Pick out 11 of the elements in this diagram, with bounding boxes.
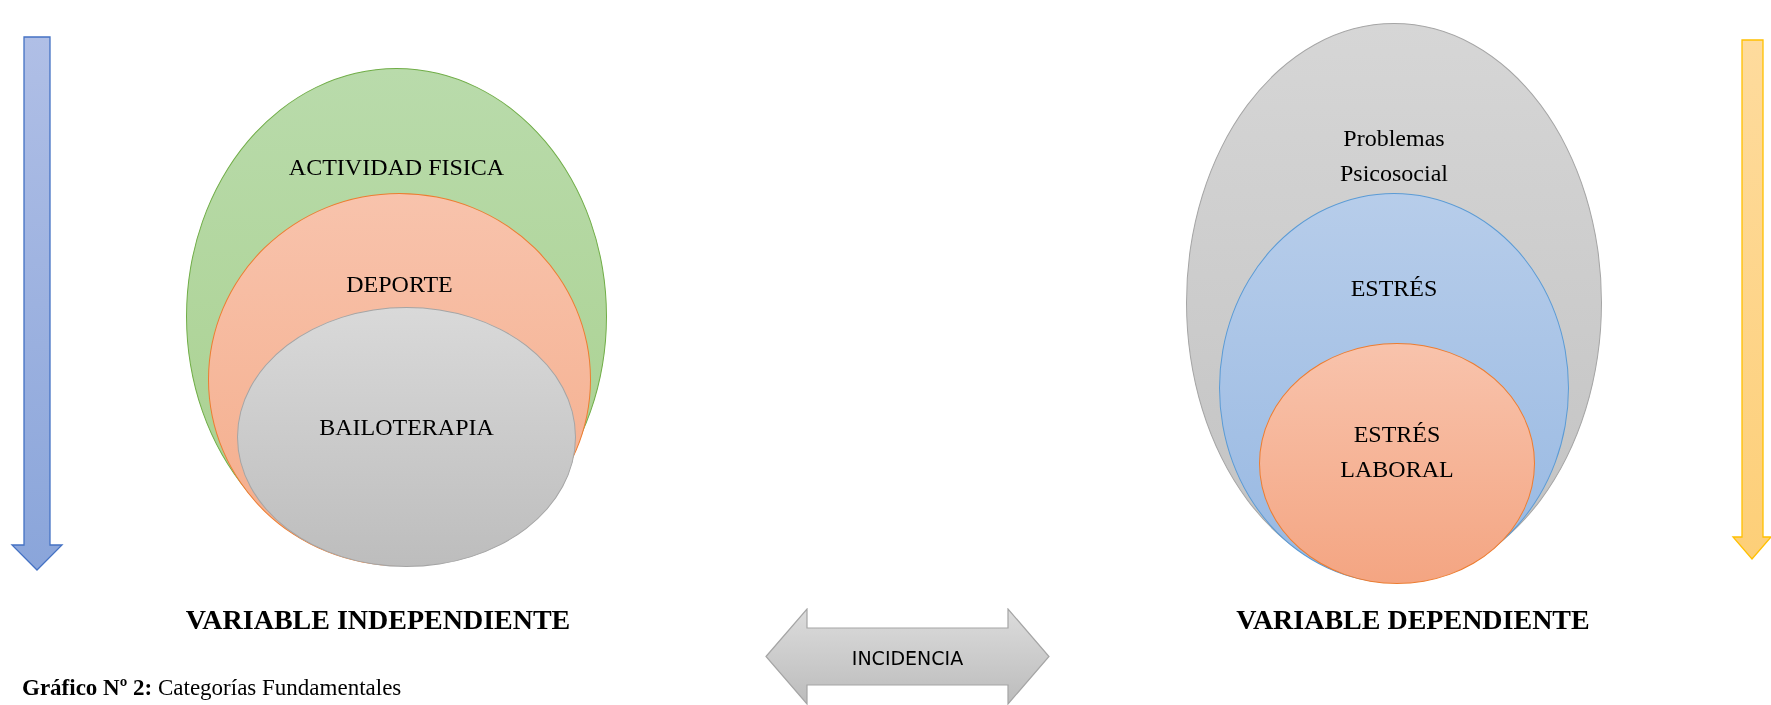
node-label: ESTRÉS — [1350, 273, 1438, 303]
node-label: DEPORTE — [346, 269, 453, 299]
node-label: ESTRÉS LABORAL — [1339, 420, 1455, 484]
double-arrow — [765, 608, 1050, 705]
node-label: BAILOTERAPIA — [319, 412, 494, 442]
variable-heading: VARIABLE INDEPENDIENTE — [185, 604, 571, 636]
node-label: Problemas Psicosocial — [1339, 124, 1449, 188]
node-label: INCIDENCIA — [851, 645, 964, 671]
variable-heading: VARIABLE DEPENDIENTE — [1236, 604, 1590, 636]
node-label: ACTIVIDAD FISICA — [288, 152, 505, 182]
figure-caption: Gráfico Nº 2: Categorías Fundamentales — [22, 674, 402, 702]
